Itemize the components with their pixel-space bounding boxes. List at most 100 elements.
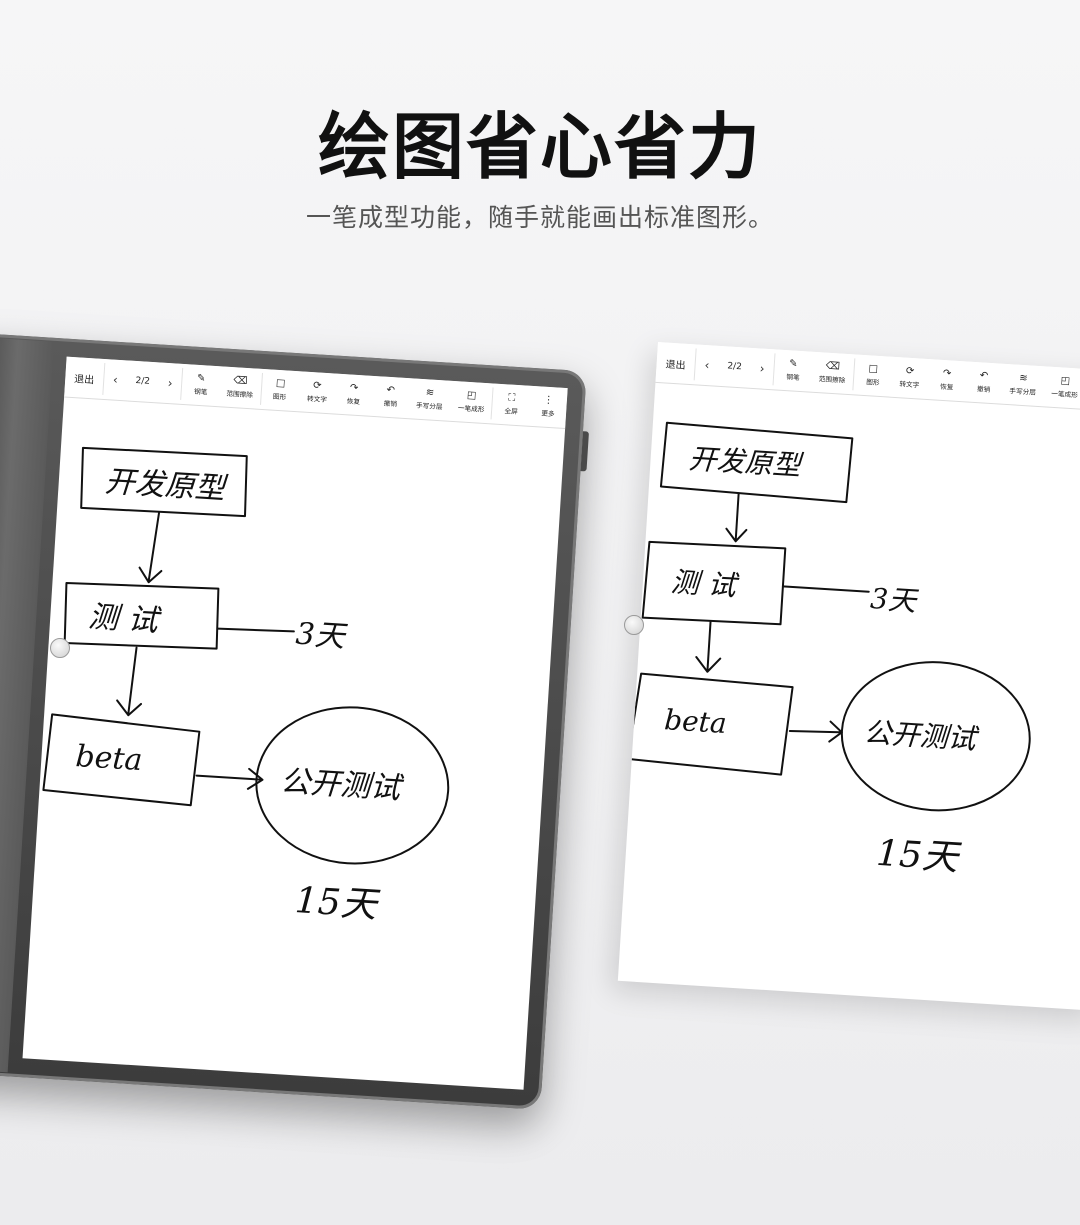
text-convert-icon: ⟳: [905, 365, 915, 378]
one-stroke-icon: ◰: [466, 389, 477, 402]
fullscreen-icon: ⛶: [507, 392, 516, 404]
box-prototype: [80, 446, 248, 518]
shape-icon: □: [868, 363, 879, 375]
line-test-to-note: [216, 627, 295, 633]
test-duration-text: 3天: [295, 617, 349, 655]
box-prototype-text: 开发原型: [104, 464, 230, 507]
pager: ‹ 2/2 ›: [694, 344, 774, 389]
arrow-prototype-to-test: [138, 511, 163, 584]
tool-text-convert[interactable]: ⟳ 转文字: [890, 357, 929, 399]
page-turn-knob[interactable]: [50, 638, 70, 658]
tool-label: 恢复: [346, 397, 361, 406]
tool-fullscreen[interactable]: ⛶ 全屏: [492, 384, 531, 426]
eraser-icon: ⌫: [825, 360, 841, 373]
arrow-test-to-beta: [695, 620, 722, 673]
line-test-to-note: [781, 585, 870, 593]
shape-icon: □: [275, 377, 286, 390]
box-test: [63, 582, 220, 650]
chevron-left-icon[interactable]: ‹: [112, 372, 119, 387]
tool-label: 钢笔: [785, 373, 800, 382]
tool-undo[interactable]: ↶ 撤销: [964, 361, 1003, 403]
tool-pen[interactable]: ✎ 钢笔: [181, 364, 220, 406]
paper-sheet: 退出 ‹ 2/2 › ✎ 钢笔 ⌫ 范围擦除 □ 图形 ⟳: [617, 342, 1080, 1012]
tool-label: 更多: [540, 409, 555, 419]
more-icon: ⋮: [543, 394, 554, 407]
redo-icon: ↷: [942, 367, 952, 380]
box-beta-text: beta: [74, 739, 143, 778]
headline: 绘图省心省力: [317, 105, 762, 189]
test-duration-text: 3天: [869, 582, 920, 618]
page-indicator: 2/2: [135, 376, 151, 387]
tool-one-stroke[interactable]: ◰ 一笔成形: [449, 381, 493, 424]
tool-range-erase[interactable]: ⌫ 范围擦除: [810, 352, 854, 395]
tool-label: 图形: [865, 378, 880, 387]
tool-label: 一笔成形: [457, 404, 485, 414]
tablet-screen: 退出 ‹ 2/2 › ✎ 钢笔 ⌫ 范围擦除 □ 图形 ⟳: [22, 356, 568, 1090]
tool-pen[interactable]: ✎ 钢笔: [773, 349, 812, 391]
chevron-right-icon[interactable]: ›: [167, 376, 174, 391]
flowchart-paper: 开发原型 测 试 3天 beta 公开测试 15天: [626, 421, 1031, 879]
page-turn-knob[interactable]: [624, 615, 644, 635]
arrow-prototype-to-test: [725, 492, 748, 543]
box-prototype-text: 开发原型: [688, 442, 805, 482]
tool-layers[interactable]: ≋ 手写分层: [407, 378, 451, 421]
circle-text: 公开测试: [279, 764, 405, 807]
drawing-canvas[interactable]: 开发原型 测 试 3天 beta 公开测试 15天: [23, 397, 565, 1087]
tool-label: 撤销: [383, 399, 397, 409]
subline: 一笔成型功能，随手就能画出标准图形。: [305, 203, 774, 232]
box-beta: [42, 713, 201, 807]
exit-button[interactable]: 退出: [665, 359, 686, 372]
pen-icon: ✎: [196, 372, 206, 385]
circle-duration-text: 15天: [294, 880, 382, 926]
tablet-device: 退出 ‹ 2/2 › ✎ 钢笔 ⌫ 范围擦除 □ 图形 ⟳: [0, 332, 589, 1110]
flowchart: 开发原型 测 试 3天 beta 公开测试 15天: [42, 446, 450, 926]
circle-open-test: [255, 706, 450, 865]
undo-icon: ↶: [386, 384, 396, 397]
drawing-canvas-paper[interactable]: 开发原型 测 试 3天 beta 公开测试 15天: [618, 382, 1080, 1011]
exit-button[interactable]: 退出: [73, 373, 95, 386]
tool-more[interactable]: ⋮ 更多: [528, 386, 567, 428]
tool-shape[interactable]: □ 图形: [853, 354, 892, 396]
circle-open-test: [840, 661, 1031, 812]
tool-one-stroke[interactable]: ◰ 一笔成形: [1043, 366, 1080, 409]
arrow-beta-to-circle: [195, 767, 264, 790]
tool-label: 手写分层: [1009, 387, 1037, 397]
tool-redo[interactable]: ↷ 恢复: [927, 359, 966, 401]
layers-icon: ≋: [1018, 372, 1028, 385]
tool-label: 钢笔: [193, 387, 208, 397]
tool-layers[interactable]: ≋ 手写分层: [1001, 364, 1045, 407]
box-prototype: [659, 421, 854, 504]
pen-icon: ✎: [788, 358, 798, 370]
tool-label: 全屏: [504, 407, 518, 416]
tool-undo[interactable]: ↶ 撤销: [371, 376, 410, 418]
tool-redo[interactable]: ↷ 恢复: [334, 374, 373, 416]
chevron-right-icon[interactable]: ›: [759, 361, 765, 376]
page-indicator: 2/2: [727, 361, 743, 373]
tool-text-convert[interactable]: ⟳ 转文字: [297, 371, 336, 413]
arrow-test-to-beta: [116, 646, 142, 717]
pager: ‹ 2/2 ›: [103, 359, 183, 404]
box-beta-text: beta: [663, 703, 727, 740]
tool-range-erase[interactable]: ⌫ 范围擦除: [218, 366, 262, 409]
box-test-text: 测 试: [87, 600, 163, 640]
box-test-text: 测 试: [670, 565, 741, 602]
eraser-icon: ⌫: [233, 375, 248, 388]
tool-shape[interactable]: □ 图形: [261, 369, 300, 411]
tool-label: 转文字: [306, 394, 327, 404]
tool-label: 图形: [272, 392, 287, 402]
tool-label: 手写分层: [415, 401, 443, 412]
paper-surface: 退出 ‹ 2/2 › ✎ 钢笔 ⌫ 范围擦除 □ 图形 ⟳: [617, 342, 1080, 1012]
chevron-left-icon[interactable]: ‹: [704, 357, 710, 373]
tablet-side-button: [580, 431, 589, 472]
tool-label: 转文字: [899, 380, 920, 390]
circle-text: 公开测试: [863, 716, 981, 756]
text-convert-icon: ⟳: [312, 380, 322, 392]
box-test: [641, 540, 787, 626]
undo-icon: ↶: [979, 370, 989, 382]
tool-label: 恢复: [939, 382, 954, 392]
redo-icon: ↷: [349, 382, 359, 394]
arrow-beta-to-circle: [788, 720, 843, 743]
layers-icon: ≋: [425, 387, 435, 399]
tool-label: 范围擦除: [818, 375, 846, 385]
one-stroke-icon: ◰: [1060, 375, 1071, 387]
